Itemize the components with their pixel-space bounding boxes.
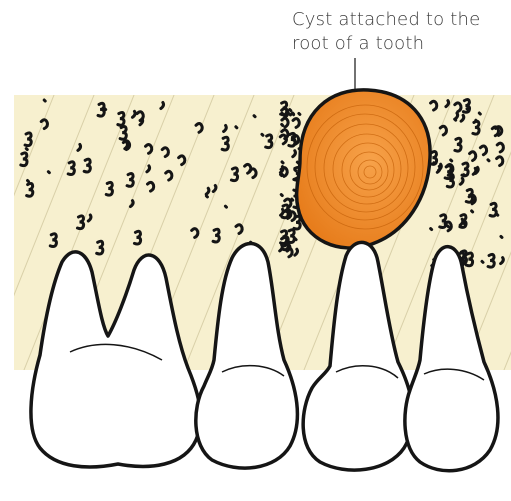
bone-speckle <box>282 113 283 114</box>
bone-speckle <box>476 120 477 121</box>
bone-speckle <box>281 195 282 196</box>
bone-speckle <box>236 127 237 128</box>
bone-speckle <box>451 160 452 161</box>
bone-speckle <box>289 114 290 115</box>
bone-speckle <box>482 261 483 262</box>
bone-speckle <box>262 134 263 135</box>
bone-speckle <box>497 214 498 215</box>
bone-speckle <box>281 175 282 176</box>
bone-speckle <box>285 108 286 109</box>
bone-speckle <box>28 181 29 182</box>
bone-speckle <box>447 226 448 227</box>
bone-speckle <box>254 116 255 117</box>
bone-speckle <box>44 100 45 101</box>
bone-speckle <box>479 113 480 114</box>
bone-speckle <box>472 211 473 212</box>
bone-speckle <box>290 110 291 111</box>
bone-speckle <box>299 113 300 114</box>
bone-speckle <box>455 119 456 120</box>
bone-speckle <box>282 124 283 125</box>
bottom-margin <box>0 486 511 501</box>
bone-speckle <box>105 109 106 110</box>
bone-speckle <box>292 199 293 200</box>
bone-speckle <box>26 149 27 150</box>
bone-speckle <box>48 172 49 173</box>
bone-speckle <box>464 223 465 224</box>
bone-speckle <box>501 236 502 237</box>
bone-speckle <box>206 196 207 197</box>
bone-speckle <box>295 239 296 240</box>
bone-speckle <box>295 170 296 171</box>
bone-speckle <box>488 160 489 161</box>
bone-speckle <box>473 200 474 201</box>
bone-speckle <box>293 114 294 115</box>
bone-speckle <box>282 162 283 163</box>
bone-speckle <box>225 206 226 207</box>
bone-speckle <box>431 229 432 230</box>
